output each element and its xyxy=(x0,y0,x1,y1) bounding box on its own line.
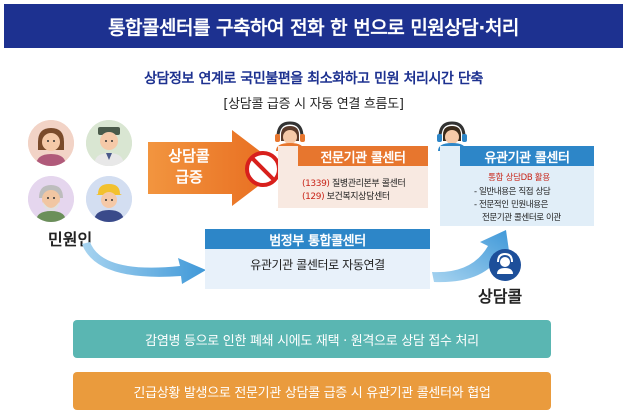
specialist-center-title: 전문기관 콜센터 xyxy=(298,146,428,166)
specialist-line-1: (1339) 질병관리본부 콜센터 xyxy=(302,179,406,189)
person-man-icon xyxy=(86,120,132,166)
page-title: 통합콜센터를 구축하여 전화 한 번으로 민원상담·처리 xyxy=(108,16,519,39)
citizens-group xyxy=(28,120,140,230)
banner-collaboration: 긴급상황 발생으로 전문기관 상담콜 급증 시 유관기관 콜센터와 협업 xyxy=(73,372,551,410)
civilian-label: 민원인 xyxy=(48,230,93,249)
headset-icon xyxy=(489,249,521,281)
subtitle: 상담정보 연계로 국민불편을 최소화하고 민원 처리시간 단축 xyxy=(144,71,483,87)
related-center-title: 유관기관 콜센터 xyxy=(460,146,594,166)
person-elder-icon xyxy=(28,176,74,222)
related-bullet-1: - 일반내용은 직접 상담 xyxy=(474,187,551,197)
related-bullet-3: 전문기관 콜센터로 이관 xyxy=(482,213,561,223)
surge-arrow xyxy=(148,130,282,206)
related-bullet-2: - 전문적인 민원내용은 xyxy=(474,200,549,210)
surge-label: 상담콜 급증 xyxy=(168,147,210,186)
curve-arrow-right xyxy=(432,230,510,283)
moj-center-title: 범정부 통합콜센터 xyxy=(205,229,430,249)
related-center-db: 통합 상담DB 활용 xyxy=(488,173,550,183)
title-bar: 통합콜센터를 구축하여 전화 한 번으로 민원상담·처리 xyxy=(4,4,623,48)
consult-call-label: 상담콜 xyxy=(478,287,523,306)
person-worker-icon xyxy=(86,176,132,222)
moj-center-body: 유관기관 콜센터로 자동연결 xyxy=(250,258,385,272)
banner-remote: 감염병 등으로 인한 폐쇄 시에도 재택 · 원격으로 상담 접수 처리 xyxy=(73,320,551,358)
prohibited-icon xyxy=(245,151,281,187)
caption: [상담콜 급증 시 자동 연결 흐름도] xyxy=(223,97,404,112)
person-woman-icon xyxy=(28,120,74,166)
specialist-line-2: (129) 보건복지상담센터 xyxy=(302,192,390,202)
curve-arrow-left xyxy=(82,242,206,284)
